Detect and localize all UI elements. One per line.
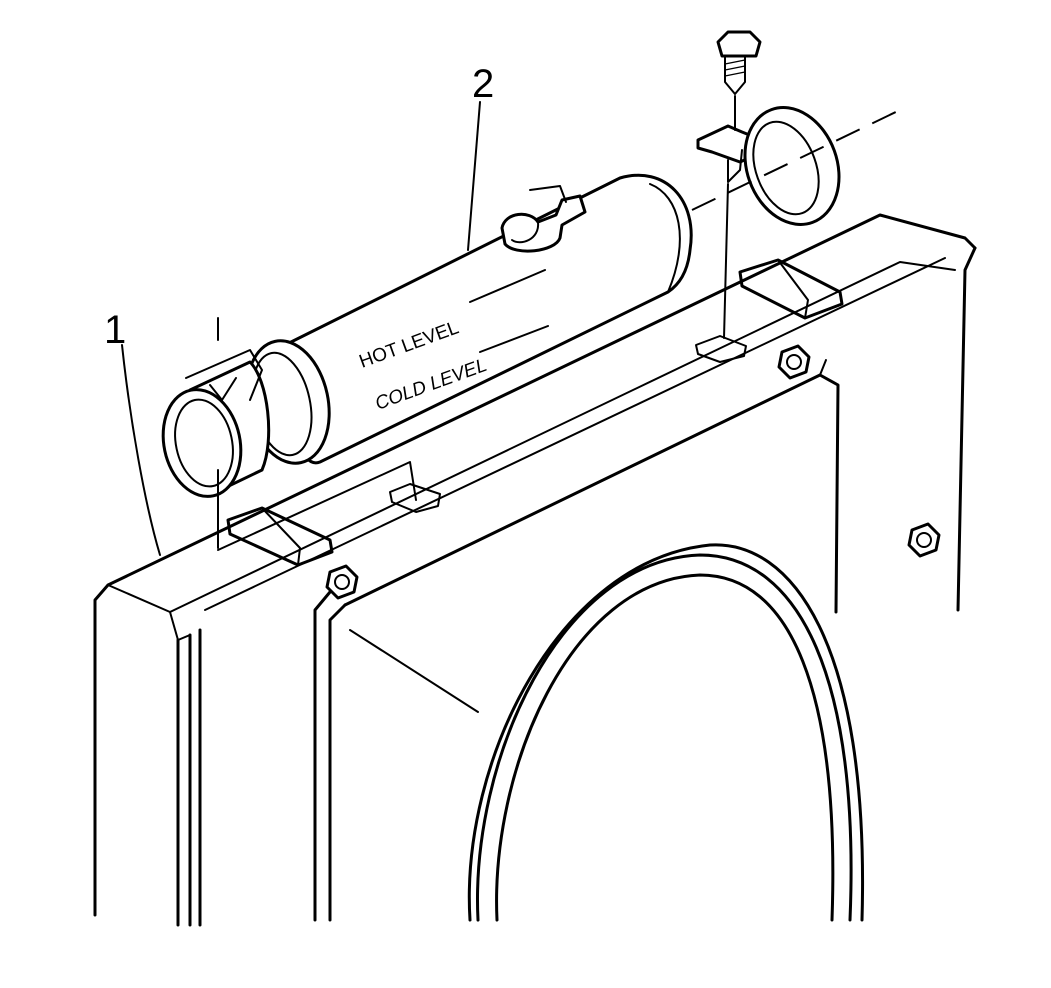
callout-number-radiator: 1 (104, 308, 126, 352)
shroud-bolt-icon (907, 522, 941, 558)
radiator-shroud (93, 213, 977, 927)
mounting-hardware (696, 30, 841, 226)
callout-2: 2 (467, 62, 494, 251)
shroud-bolt-icon (325, 564, 359, 600)
callout-1: 1 (104, 308, 161, 556)
hose-fitting-icon (500, 185, 587, 253)
shroud-bolt-icon (777, 344, 811, 380)
coolant-reservoir: HOT LEVEL COLD LEVEL (161, 173, 693, 498)
alignment-lines (217, 95, 901, 549)
mounting-bolt-icon (716, 30, 762, 95)
callout-number-reservoir: 2 (472, 62, 494, 106)
